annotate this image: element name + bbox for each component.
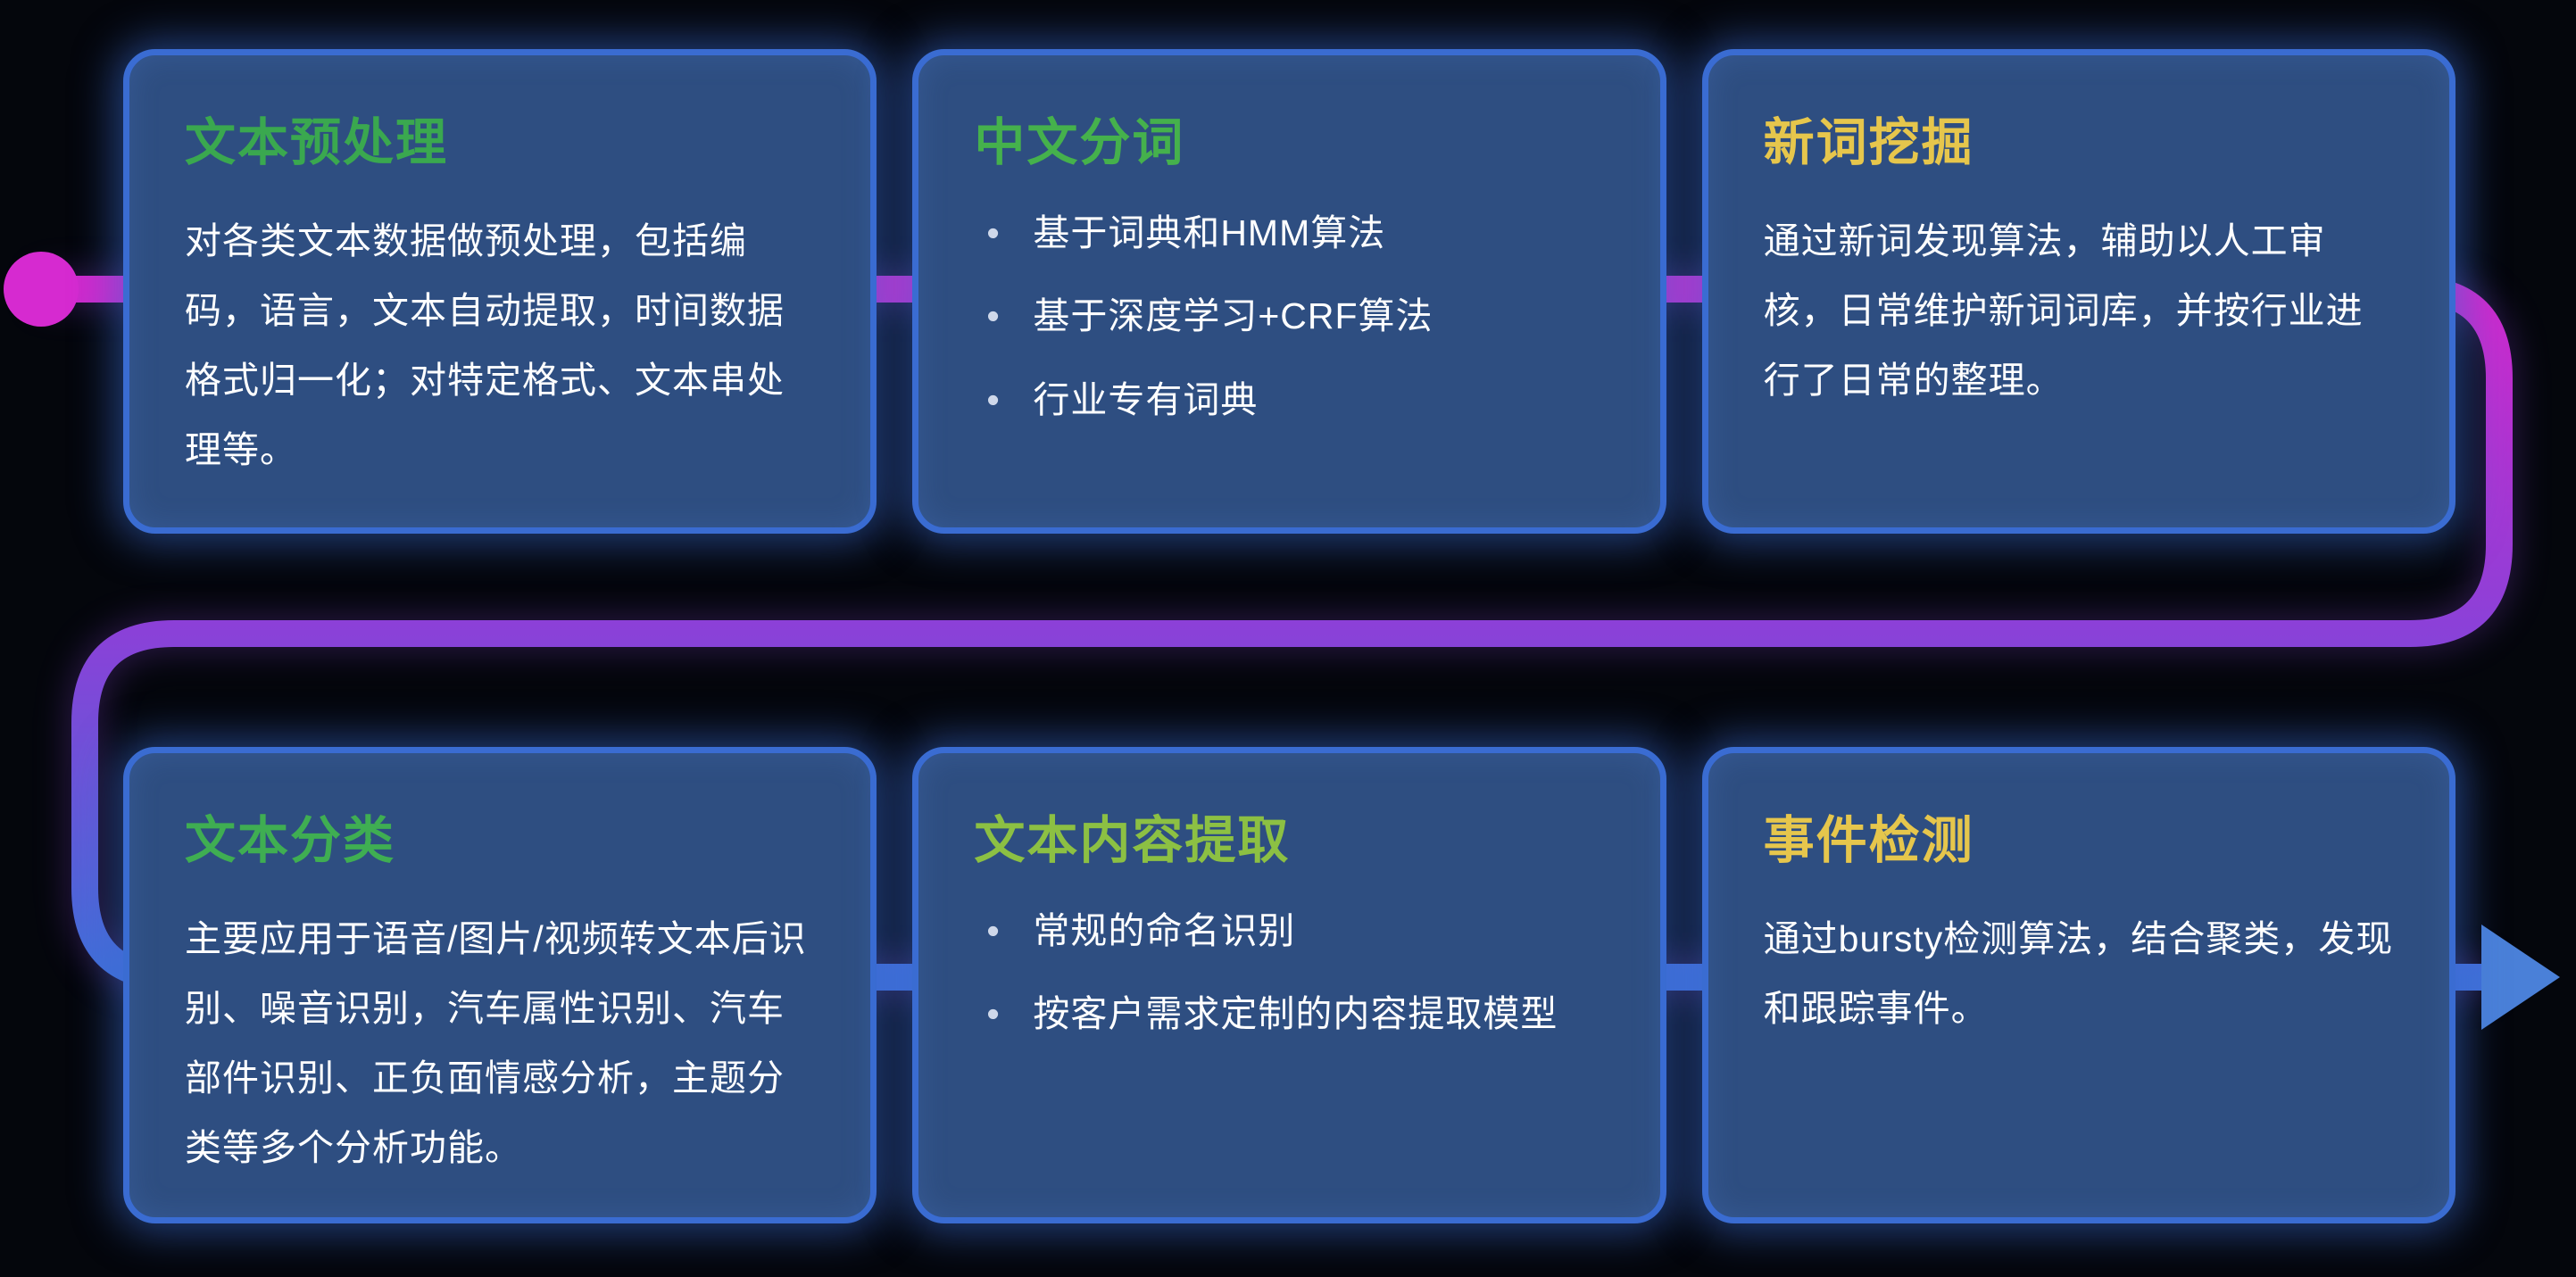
card-title: 文本分类 [185, 812, 395, 869]
end-arrow-icon [2481, 925, 2560, 1030]
start-dot-icon [4, 252, 79, 327]
card-title: 新词挖掘 [1763, 114, 1974, 171]
card-text-classification: 文本分类 主要应用于语音/图片/视频转文本后识别、噪音识别，汽车属性识别、汽车部… [123, 747, 877, 1223]
card-body: 通过bursty检测算法，结合聚类，发现和跟踪事件。 [1763, 918, 2394, 1029]
card-title: 文本内容提取 [974, 812, 1291, 869]
card-bullets: 常规的命名识别 按客户需求定制的内容提取模型 [974, 905, 1604, 1041]
card-new-word-mining: 新词挖掘 通过新词发现算法，辅助以人工审核，日常维护新词词库，并按行业进行了日常… [1701, 49, 2456, 534]
card-body: 对各类文本数据做预处理，包括编码，语言，文本自动提取，时间数据格式归一化；对特定… [185, 220, 785, 470]
bullet-item: 基于深度学习+CRF算法 [974, 290, 1604, 344]
bullet-item: 行业专有词典 [974, 374, 1604, 427]
card-event-detection: 事件检测 通过bursty检测算法，结合聚类，发现和跟踪事件。 [1701, 747, 2456, 1223]
card-title: 中文分词 [974, 114, 1185, 171]
bullet-item: 基于词典和HMM算法 [974, 207, 1604, 261]
card-title: 事件检测 [1763, 812, 1974, 869]
flow-path [41, 276, 2513, 991]
bullet-item: 按客户需求定制的内容提取模型 [974, 988, 1604, 1041]
top-row: 文本预处理 对各类文本数据做预处理，包括编码，语言，文本自动提取，时间数据格式归… [123, 49, 2456, 534]
card-chinese-word-segmentation: 中文分词 基于词典和HMM算法 基于深度学习+CRF算法 行业专有词典 [912, 49, 1666, 534]
bullet-item: 常规的命名识别 [974, 905, 1604, 958]
card-body: 主要应用于语音/图片/视频转文本后识别、噪音识别，汽车属性识别、汽车部件识别、正… [185, 918, 807, 1168]
card-text-content-extraction: 文本内容提取 常规的命名识别 按客户需求定制的内容提取模型 [912, 747, 1666, 1223]
card-text-preprocessing: 文本预处理 对各类文本数据做预处理，包括编码，语言，文本自动提取，时间数据格式归… [123, 49, 877, 534]
bottom-row: 文本分类 主要应用于语音/图片/视频转文本后识别、噪音识别，汽车属性识别、汽车部… [123, 747, 2456, 1223]
card-body: 通过新词发现算法，辅助以人工审核，日常维护新词词库，并按行业进行了日常的整理。 [1763, 220, 2364, 401]
card-title: 文本预处理 [185, 114, 448, 171]
card-bullets: 基于词典和HMM算法 基于深度学习+CRF算法 行业专有词典 [974, 207, 1604, 427]
